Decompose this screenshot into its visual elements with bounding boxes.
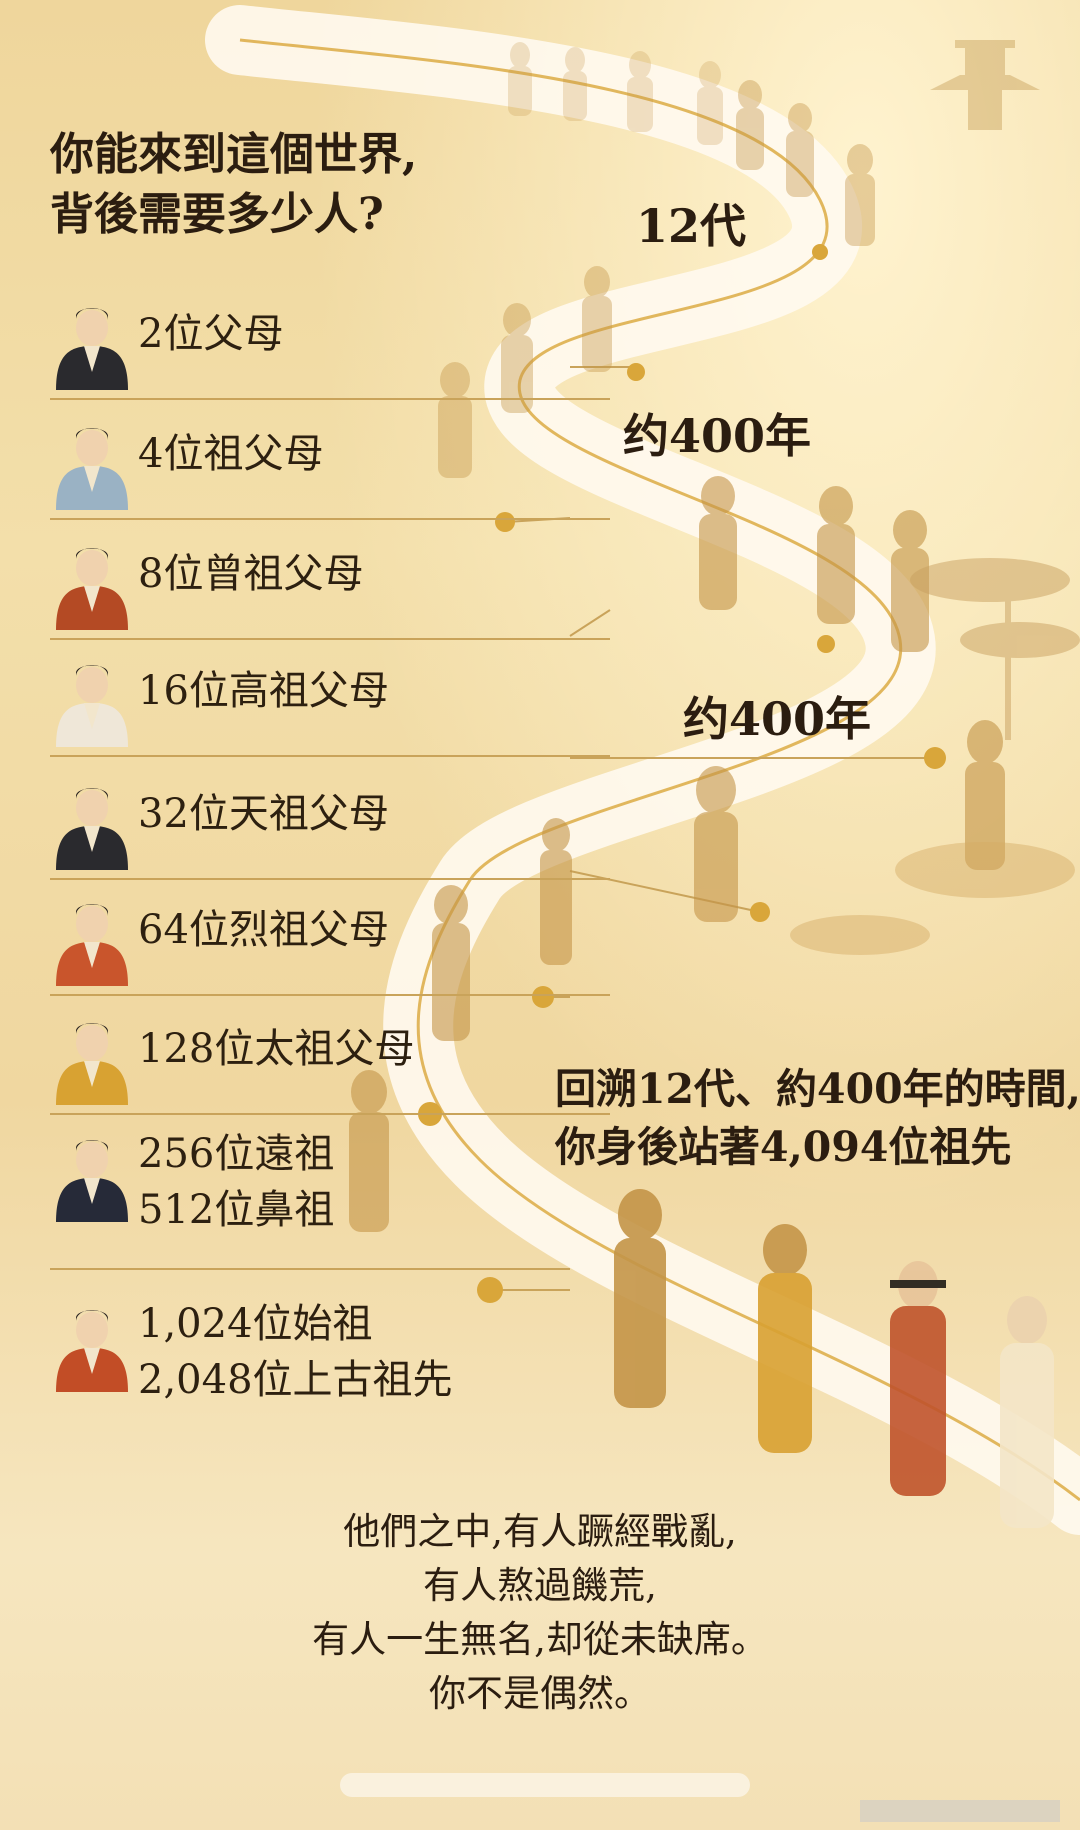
summary-line-2: 你身後站著4,094位祖先 [555, 1123, 1012, 1171]
scholar-black-hat-icon [56, 308, 128, 390]
pagoda-icon [930, 40, 1040, 130]
watermark-corner [860, 1800, 1060, 1822]
title-line-2: 背後需要多少人? [50, 189, 384, 240]
generation-label-line: 4位祖父母 [138, 431, 324, 477]
generation-label-line: 64位烈祖父母 [138, 907, 389, 953]
pine-tree-icon [910, 558, 1080, 740]
generation-label-line: 2位父母 [138, 311, 284, 357]
watermark-blur [340, 1773, 750, 1797]
path-dots [418, 244, 946, 1303]
generation-label: 256位遠祖 512位鼻祖 [138, 1126, 334, 1238]
row-divider [50, 638, 610, 640]
row-divider [50, 755, 610, 757]
generation-count-label: 12代 [636, 199, 747, 253]
row-divider [50, 1113, 610, 1115]
row-divider [50, 398, 610, 400]
ancestor-silhouettes [349, 42, 1054, 1528]
woman-red-robe-icon [56, 904, 128, 986]
generation-row: 1,024位始祖 2,048位上古祖先 [50, 1290, 610, 1460]
generation-label: 8位曾祖父母 [138, 546, 363, 602]
row-divider [50, 1268, 570, 1270]
years-label-upper: 约400年 [623, 409, 812, 463]
generation-label: 2位父母 [138, 306, 283, 362]
row-divider [50, 994, 610, 996]
elder-red-robe-icon [56, 548, 128, 630]
generation-label-line: 1,024位始祖 [138, 1301, 373, 1347]
generation-label: 16位高祖父母 [138, 663, 389, 719]
generation-label: 32位天祖父母 [138, 786, 389, 842]
generation-label: 4位祖父母 [138, 426, 323, 482]
generation-label-line: 32位天祖父母 [138, 791, 389, 837]
generation-row: 2位父母 [50, 288, 610, 400]
poem-line-4: 你不是偶然。 [429, 1672, 651, 1715]
generation-row: 32位天祖父母 [50, 768, 610, 880]
man-red-robe-icon [56, 1310, 128, 1392]
generation-row: 64位烈祖父母 [50, 884, 610, 996]
official-black-hat-icon [56, 1140, 128, 1222]
poem-line-2: 有人熬過饑荒, [423, 1564, 657, 1607]
generation-label-line: 512位鼻祖 [138, 1187, 335, 1233]
generation-row: 4位祖父母 [50, 408, 610, 520]
poem-line-3: 有人一生無名,却從未缺席。 [312, 1618, 768, 1661]
years-label-lower: 约400年 [683, 692, 872, 746]
row-divider [50, 518, 610, 520]
woman-dark-robe-icon [56, 788, 128, 870]
generation-label-line: 256位遠祖 [138, 1131, 335, 1177]
generation-label-line: 128位太祖父母 [138, 1026, 415, 1072]
generation-label: 64位烈祖父母 [138, 902, 389, 958]
page-title: 你能來到這個世界, 背後需要多少人? [50, 125, 417, 245]
generation-label-line: 2,048位上古祖先 [138, 1357, 453, 1403]
summary-line-1: 回溯12代、約400年的時間, [555, 1065, 1080, 1113]
row-divider [50, 878, 610, 880]
generation-label-line: 16位高祖父母 [138, 668, 389, 714]
woman-yellow-robe-icon [56, 1023, 128, 1105]
woman-white-robe-icon [56, 665, 128, 747]
title-line-1: 你能來到這個世界, [50, 129, 418, 180]
generation-label: 1,024位始祖 2,048位上古祖先 [138, 1296, 453, 1408]
generation-row: 256位遠祖 512位鼻祖 [50, 1120, 610, 1270]
generation-label: 128位太祖父母 [138, 1021, 414, 1077]
generation-row: 16位高祖父母 [50, 645, 610, 757]
closing-poem: 他們之中,有人蹶經戰亂, 有人熬過饑荒, 有人一生無名,却從未缺席。 你不是偶然… [0, 1505, 1080, 1721]
generation-row: 128位太祖父母 [50, 1003, 610, 1115]
generation-row: 8位曾祖父母 [50, 528, 610, 640]
summary-text: 回溯12代、約400年的時間, 你身後站著4,094位祖先 [555, 1060, 1080, 1176]
generation-label-line: 8位曾祖父母 [138, 551, 364, 597]
scholar-blue-robe-icon [56, 428, 128, 510]
poem-line-1: 他們之中,有人蹶經戰亂, [343, 1510, 737, 1553]
